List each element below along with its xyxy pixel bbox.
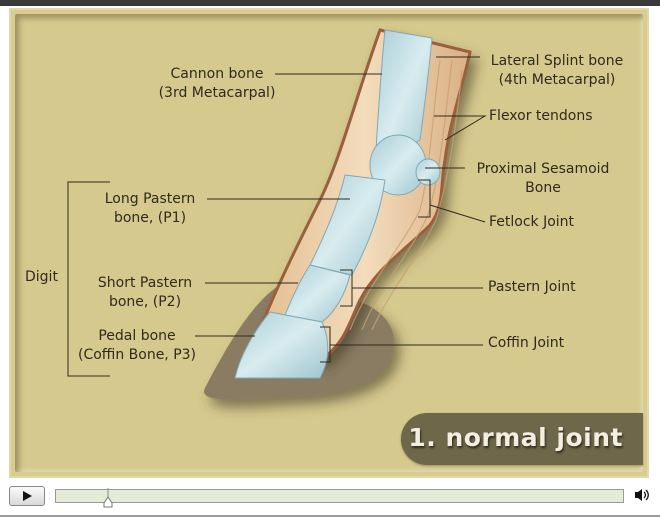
- seek-bar[interactable]: [55, 489, 624, 503]
- label-long-pastern-bone: Long Pastern bone, (P1): [104, 191, 196, 226]
- play-icon: [23, 491, 32, 501]
- label-digit: Digit: [25, 269, 58, 285]
- hoof-anatomy-illustration: [67, 28, 487, 400]
- label-lateral-splint-bone: Lateral Splint bone (4th Metacarpal): [490, 53, 624, 88]
- label-proximal-sesamoid: Proximal Sesamoid Bone: [476, 161, 610, 196]
- label-pastern-joint: Pastern Joint: [488, 279, 576, 295]
- label-pedal-bone: Pedal bone (Coffin Bone, P3): [77, 328, 197, 363]
- slide-title: 1. normal joint: [408, 423, 623, 452]
- speaker-icon[interactable]: [634, 488, 650, 502]
- diagram-frame: Cannon bone (3rd Metacarpal) Lateral Spl…: [15, 14, 643, 472]
- sesamoid-bone: [415, 158, 441, 186]
- slide-title-badge: 1. normal joint: [401, 413, 643, 465]
- label-coffin-joint: Coffin Joint: [488, 335, 565, 351]
- bottom-border: [0, 515, 660, 517]
- label-fetlock-joint: Fetlock Joint: [489, 214, 575, 230]
- label-flexor-tendons: Flexor tendons: [489, 108, 593, 124]
- label-short-pastern-bone: Short Pastern bone, (P2): [97, 275, 193, 310]
- leader-lines: [67, 56, 487, 377]
- play-button[interactable]: [9, 486, 45, 506]
- top-border: [0, 0, 660, 6]
- seek-handle[interactable]: [103, 487, 113, 509]
- tendon-fibers: [349, 59, 463, 331]
- video-stage: Cannon bone (3rd Metacarpal) Lateral Spl…: [9, 8, 649, 478]
- pedal-bone: [234, 311, 329, 379]
- label-cannon-bone: Cannon bone (3rd Metacarpal): [158, 66, 276, 101]
- media-controls: [0, 482, 660, 515]
